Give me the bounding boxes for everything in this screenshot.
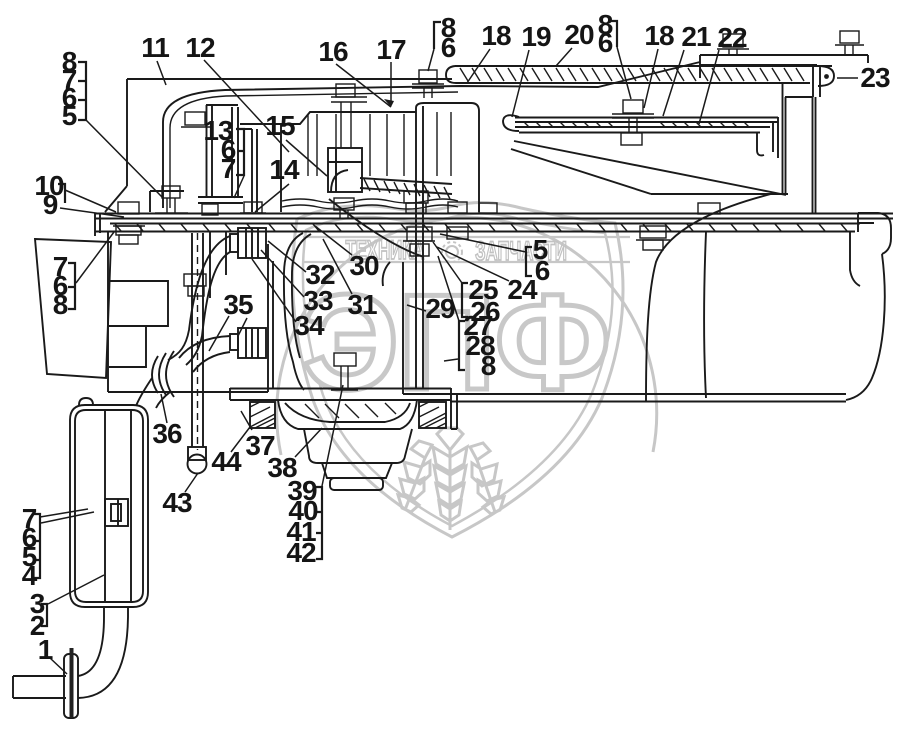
svg-text:2: 2 xyxy=(30,610,45,641)
svg-text:ЭПФ: ЭПФ xyxy=(302,266,610,418)
svg-text:17: 17 xyxy=(376,34,406,65)
svg-text:7: 7 xyxy=(53,251,68,282)
svg-text:6: 6 xyxy=(22,522,37,553)
svg-text:9: 9 xyxy=(43,189,58,220)
svg-text:8: 8 xyxy=(481,350,496,381)
svg-text:13: 13 xyxy=(203,115,233,146)
svg-text:18: 18 xyxy=(481,20,511,51)
svg-text:20: 20 xyxy=(564,19,594,50)
svg-text:31: 31 xyxy=(347,289,377,320)
svg-text:5: 5 xyxy=(62,100,77,131)
svg-text:33: 33 xyxy=(303,285,333,316)
svg-text:5: 5 xyxy=(533,234,548,265)
svg-text:27: 27 xyxy=(463,310,493,341)
svg-text:36: 36 xyxy=(152,418,182,449)
svg-text:34: 34 xyxy=(294,310,325,341)
svg-text:6: 6 xyxy=(53,270,68,301)
svg-text:1: 1 xyxy=(38,634,53,665)
svg-text:16: 16 xyxy=(318,36,348,67)
svg-text:7: 7 xyxy=(221,153,236,184)
svg-text:30: 30 xyxy=(349,250,379,281)
svg-text:6: 6 xyxy=(221,134,236,165)
svg-text:22: 22 xyxy=(717,22,747,53)
svg-text:6: 6 xyxy=(62,82,77,113)
svg-text:26: 26 xyxy=(470,296,500,327)
svg-text:41: 41 xyxy=(286,516,316,547)
svg-text:42: 42 xyxy=(286,537,316,568)
svg-text:28: 28 xyxy=(465,330,495,361)
svg-text:18: 18 xyxy=(644,20,674,51)
svg-text:15: 15 xyxy=(265,110,295,141)
svg-text:5: 5 xyxy=(22,541,37,572)
svg-text:44: 44 xyxy=(211,446,242,477)
svg-text:35: 35 xyxy=(223,289,253,320)
svg-text:14: 14 xyxy=(269,154,300,185)
svg-text:25: 25 xyxy=(468,274,498,305)
svg-text:8: 8 xyxy=(441,12,456,43)
svg-text:23: 23 xyxy=(860,62,890,93)
svg-text:8: 8 xyxy=(598,9,613,40)
svg-text:10: 10 xyxy=(34,170,64,201)
svg-text:37: 37 xyxy=(245,430,275,461)
svg-text:43: 43 xyxy=(162,487,192,518)
svg-text:21: 21 xyxy=(681,21,711,52)
svg-text:6: 6 xyxy=(598,27,613,58)
svg-text:3: 3 xyxy=(30,588,45,619)
svg-text:8: 8 xyxy=(53,289,68,320)
svg-text:24: 24 xyxy=(507,274,538,305)
svg-text:11: 11 xyxy=(141,32,169,63)
svg-text:8: 8 xyxy=(62,46,77,77)
svg-text:12: 12 xyxy=(185,32,215,63)
svg-text:4: 4 xyxy=(22,560,38,591)
svg-text:19: 19 xyxy=(521,21,551,52)
svg-text:39: 39 xyxy=(287,475,317,506)
svg-text:6: 6 xyxy=(535,255,550,286)
svg-text:6: 6 xyxy=(441,32,456,63)
svg-text:29: 29 xyxy=(425,293,455,324)
svg-text:38: 38 xyxy=(267,452,297,483)
svg-text:7: 7 xyxy=(62,64,77,95)
svg-text:40: 40 xyxy=(288,495,318,526)
svg-text:32: 32 xyxy=(305,259,335,290)
svg-text:7: 7 xyxy=(22,503,37,534)
